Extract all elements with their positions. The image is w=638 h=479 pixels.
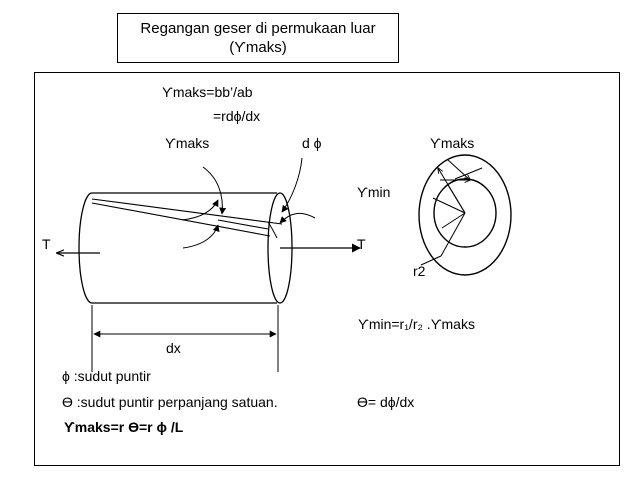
outer-ring	[418, 154, 512, 276]
title-box: Regangan geser di permukaan luar (ϒmaks)	[117, 13, 399, 63]
gamma-max-label-right: ϒmaks	[430, 135, 475, 151]
radius-lines	[420, 159, 483, 266]
cylinder-left-end	[78, 192, 93, 304]
torque-arrows	[57, 243, 361, 253]
torque-label-right: T	[357, 236, 366, 252]
gamma-max-equation: ϒmaks=r ϴ=r ϕ /L	[64, 419, 184, 435]
phi-definition: ϕ :sudut puntir	[62, 368, 151, 384]
title-line-2: (ϒmaks)	[229, 39, 287, 56]
diagram-frame	[34, 72, 620, 466]
r2-label: r2	[413, 263, 426, 279]
shaft-cylinder	[78, 192, 293, 304]
shear-lines	[91, 198, 283, 237]
gamma-min-label: ϒmin	[357, 184, 391, 200]
dx-dimension	[91, 305, 279, 372]
gamma-max-label-left: ϒmaks	[165, 135, 210, 151]
dx-label: dx	[166, 340, 181, 356]
title-line-1: Regangan geser di permukaan luar	[140, 20, 376, 37]
cross-section	[418, 154, 512, 276]
d-phi-label: d ϕ	[302, 135, 322, 151]
gamma-min-equation: ϒmin=r₁/r₂ .ϒmaks	[358, 316, 475, 332]
theta-definition: ϴ :sudut puntir perpanjang satuan.	[62, 394, 278, 410]
equation-strain-2: =rdϕ/dx	[213, 108, 261, 124]
torque-label-left: T	[42, 236, 51, 252]
equation-strain-1: ϒmaks=bb’/ab	[162, 84, 253, 100]
theta-equation: ϴ= dϕ/dx	[357, 394, 415, 410]
leader-arrows	[181, 157, 316, 249]
